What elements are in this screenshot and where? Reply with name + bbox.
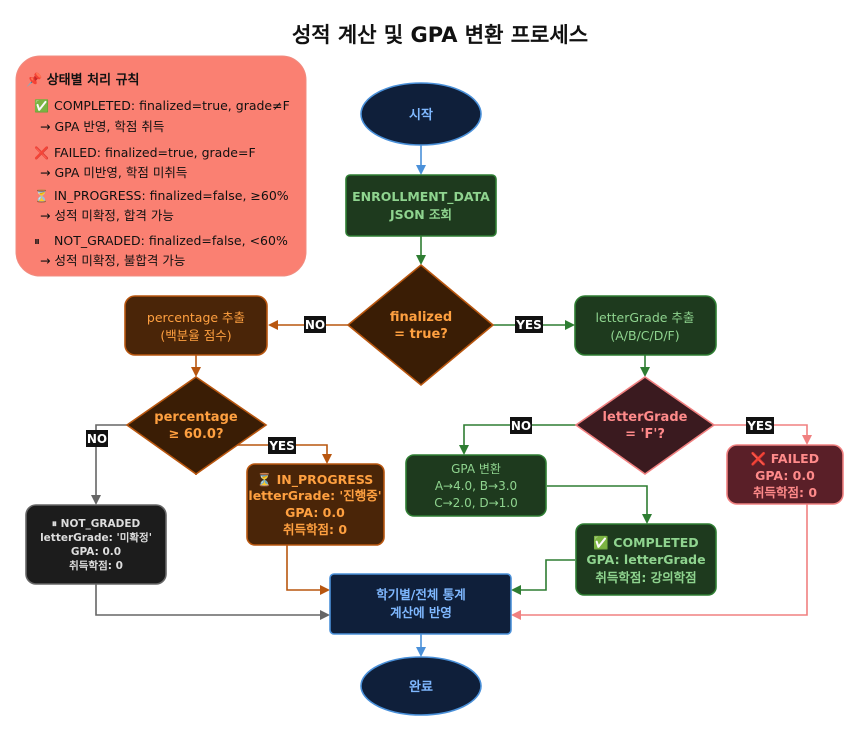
node-failed: ❌ FAILED GPA: 0.0 취득학점: 0 (726, 444, 844, 505)
node-inprogress-line2: letterGrade: '진행중' (248, 488, 381, 503)
legend-rule-failed-icon: ❌ (34, 146, 49, 160)
legend-rule-completed-note: → GPA 반영, 학점 취득 (40, 119, 164, 134)
node-failed-line2: GPA: 0.0 (755, 468, 815, 483)
node-notgraded-line2: letterGrade: '미확정' (40, 531, 152, 544)
node-gpa-convert: GPA 변환 A→4.0, B→3.0 C→2.0, D→1.0 (405, 454, 547, 517)
legend-rule-not-graded: NOT_GRADED: finalized=false, <60% (54, 233, 288, 248)
node-lettergrade-extract: letterGrade 추출 (A/B/C/D/F) (574, 295, 717, 356)
label-finalized-no: NO (305, 318, 325, 332)
node-letter-q-line1: letterGrade (603, 410, 688, 425)
node-fetch: ENROLLMENT_DATA JSON 조회 (345, 174, 497, 237)
node-end-label: 완료 (409, 680, 433, 695)
node-start-label: 시작 (409, 107, 433, 123)
node-gpa-line3: C→2.0, D→1.0 (434, 496, 518, 510)
node-stats-line2: 계산에 반영 (390, 605, 452, 620)
node-finalized-line2: = true? (394, 327, 448, 342)
edge-letter-no (459, 424, 576, 455)
legend-heading: 📌 상태별 처리 규칙 (26, 71, 139, 88)
legend-rule-completed-icon: ✅ (34, 99, 49, 113)
label-finalized-yes: YES (515, 318, 542, 332)
node-fetch-line1: ENROLLMENT_DATA (352, 189, 490, 205)
legend-rule-failed-note: → GPA 미반영, 학점 미취득 (40, 165, 187, 180)
label-pct-yes: YES (268, 439, 295, 453)
node-completed: ✅ COMPLETED GPA: letterGrade 취득학점: 강의학점 (575, 523, 717, 596)
node-notgraded-line3: GPA: 0.0 (71, 546, 121, 558)
node-stats: 학기별/전체 통계 계산에 반영 (329, 573, 512, 635)
node-stats-line1: 학기별/전체 통계 (376, 587, 465, 602)
node-letter-extract-line2: (A/B/C/D/F) (610, 328, 679, 343)
edge-completed-stats (511, 559, 575, 595)
node-not-graded: ⏸ NOT_GRADED letterGrade: '미확정' GPA: 0.0… (25, 504, 167, 585)
edge-letter-yes (714, 424, 812, 445)
node-gpa-line2: A→4.0, B→3.0 (435, 479, 517, 493)
edge-inprogress-stats (286, 545, 330, 595)
node-fetch-line2: JSON 조회 (389, 207, 452, 222)
node-completed-line3: 취득학점: 강의학점 (595, 570, 696, 585)
label-letter-yes: YES (746, 419, 773, 433)
node-completed-line2: GPA: letterGrade (586, 552, 705, 567)
edge-failed-stats (511, 504, 808, 620)
node-pct-extract-line2: (백분율 점수) (160, 328, 231, 343)
node-finalized-decision: finalized = true? (346, 263, 495, 387)
legend-rule-in-progress-note: → 성적 미확정, 합격 가능 (40, 208, 174, 223)
node-pct-q-line2: ≥ 60.0? (168, 427, 223, 442)
node-notgraded-line1: ⏸ NOT_GRADED (52, 518, 141, 530)
node-inprogress-line3: GPA: 0.0 (285, 505, 345, 520)
legend-rule-not-graded-note: → 성적 미확정, 불합격 가능 (40, 253, 185, 268)
node-lettergrade-decision: letterGrade = 'F'? (574, 376, 716, 475)
node-notgraded-line4: 취득학점: 0 (69, 559, 123, 572)
node-letter-extract-line1: letterGrade 추출 (596, 310, 695, 325)
diagram-title: 성적 계산 및 GPA 변환 프로세스 (292, 23, 588, 47)
legend-rule-completed: COMPLETED: finalized=true, grade≠F (54, 98, 290, 113)
label-letter-no: NO (511, 419, 531, 433)
node-failed-line1: ❌ FAILED (751, 451, 819, 467)
legend-rule-in-progress-icon: ⏳ (34, 189, 49, 203)
legend-rule-not-graded-icon: ⏸ (34, 234, 40, 248)
node-gpa-line1: GPA 변환 (451, 462, 501, 476)
edge-labels: NO YES NO YES NO YES (86, 316, 774, 454)
edge-notgraded-stats (95, 584, 330, 620)
node-pct-q-line1: percentage (154, 410, 238, 425)
legend-box: 📌 상태별 처리 규칙 ✅ COMPLETED: finalized=true,… (15, 55, 307, 277)
node-failed-line3: 취득학점: 0 (753, 485, 817, 500)
node-start: 시작 (360, 82, 482, 146)
node-inprogress-line1: ⏳ IN_PROGRESS (257, 472, 374, 488)
edge-pct-no (91, 424, 127, 505)
node-finalized-line1: finalized (390, 310, 452, 325)
node-percentage-decision: percentage ≥ 60.0? (125, 376, 268, 475)
node-percentage-extract: percentage 추출 (백분율 점수) (124, 295, 268, 356)
node-letter-q-line2: = 'F'? (625, 427, 665, 442)
node-pct-extract-line1: percentage 추출 (147, 310, 245, 325)
edge-gpa-completed (547, 485, 652, 524)
node-completed-line1: ✅ COMPLETED (593, 535, 698, 550)
node-end: 완료 (360, 656, 482, 716)
node-in-progress: ⏳ IN_PROGRESS letterGrade: '진행중' GPA: 0.… (246, 463, 385, 546)
node-inprogress-line4: 취득학점: 0 (283, 522, 347, 537)
label-pct-no: NO (87, 432, 107, 446)
edges (91, 145, 812, 657)
legend-rule-in-progress: IN_PROGRESS: finalized=false, ≥60% (54, 188, 289, 203)
legend-rule-failed: FAILED: finalized=true, grade=F (54, 145, 256, 160)
